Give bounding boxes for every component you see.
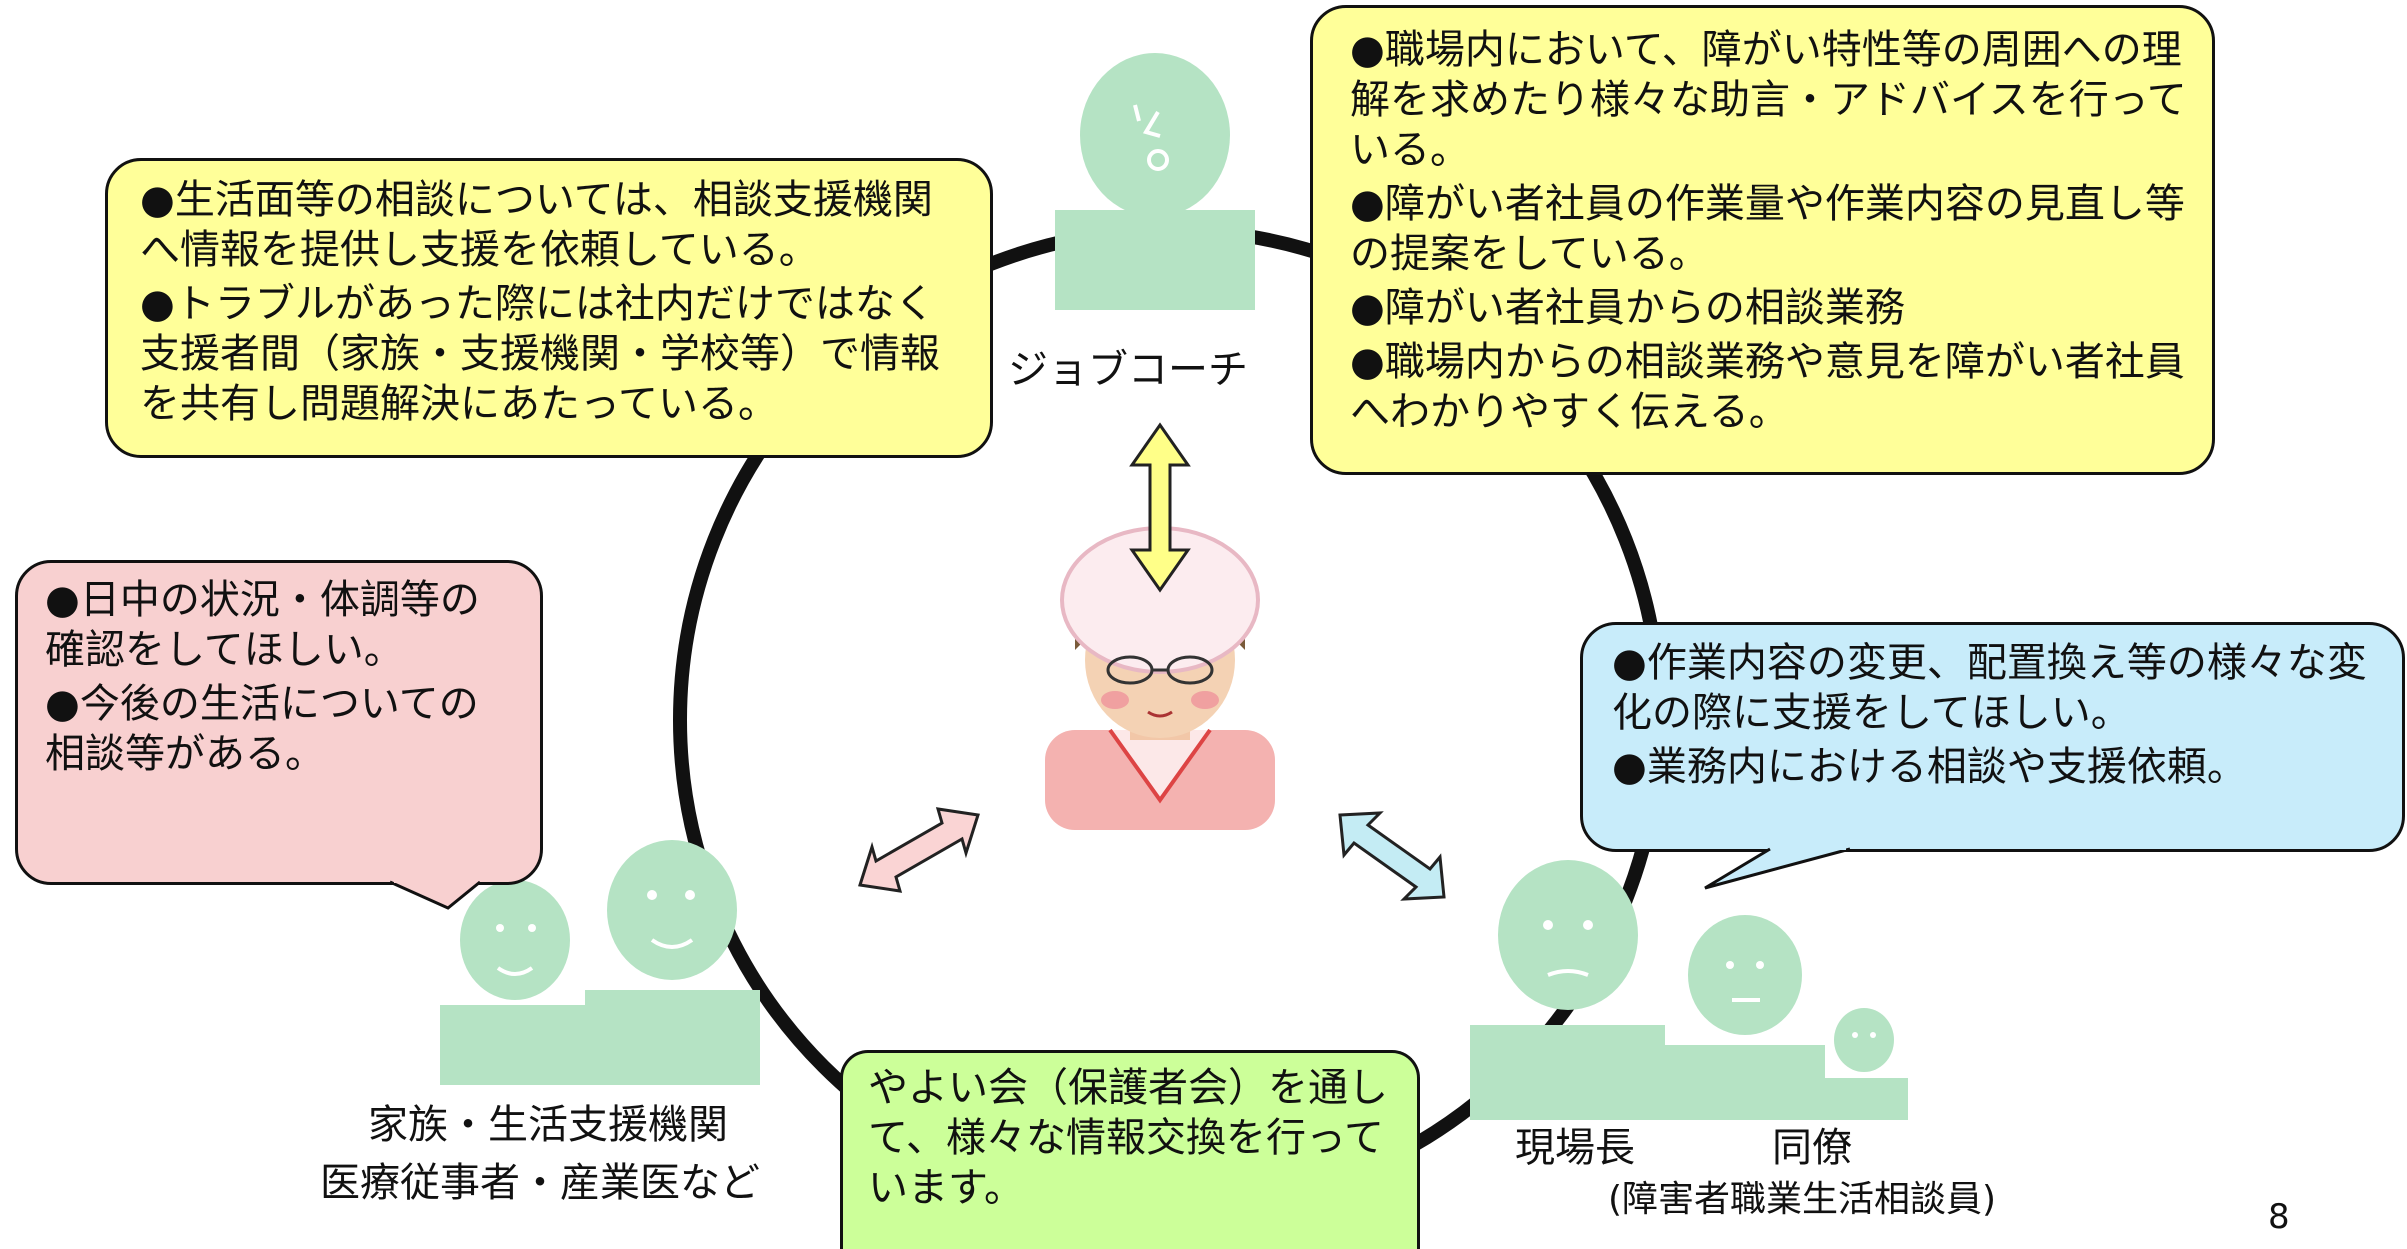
bullet-work-consultation: ●業務内における相談や支援依頼。: [1612, 744, 2247, 790]
arrow-job-coach: [1129, 422, 1191, 593]
page-number: 8: [2268, 1197, 2290, 1237]
label-colleague: 同僚: [1772, 1125, 1852, 1171]
bullet-consult-agency: ●生活面等の相談については、相談支援機関へ情報を提供し支援を依頼している。: [140, 177, 933, 273]
info-box-parents-association: [840, 1050, 1420, 1249]
callout-family-requests: [15, 560, 543, 885]
bullet-future-life: ●今後の生活についての相談等がある。: [45, 681, 479, 777]
info-box-support-consultation-text: ●生活面等の相談については、相談支援機関へ情報を提供し支援を依頼している。 ●ト…: [140, 175, 970, 433]
parents-association-text: やよい会（保護者会）を通して、様々な情報交換を行っています。: [868, 1065, 1388, 1211]
bullet-convey-opinions: ●職場内からの相談業務や意見を障がい者社員へわかりやすく伝える。: [1350, 339, 2185, 435]
arrow-workplace: [1338, 811, 1446, 901]
arrow-family: [858, 807, 980, 893]
label-family-agencies: 家族・生活支援機関: [368, 1102, 728, 1148]
bullet-employee-consultation: ●障がい者社員からの相談業務: [1350, 285, 1905, 331]
label-medical-staff: 医療従事者・産業医など: [320, 1160, 760, 1206]
workplace-figures: [1470, 860, 1908, 1120]
bullet-trouble-sharing: ●トラブルがあった際には社内だけではなく支援者間（家族・支援機関・学校等）で情報…: [140, 281, 940, 427]
info-box-support-consultation: [105, 158, 993, 458]
label-job-coach: ジョブコーチ: [1008, 347, 1248, 393]
label-counselor: (障害者職業生活相談員): [1608, 1179, 1997, 1220]
info-box-job-coach-role: [1310, 5, 2215, 475]
bullet-daily-status: ●日中の状況・体調等の確認をしてほしい。: [45, 577, 480, 673]
callout-family-requests-text: ●日中の状況・体調等の確認をしてほしい。 ●今後の生活についての相談等がある。: [45, 575, 495, 783]
bullet-workload-review: ●障がい者社員の作業量や作業内容の見直し等の提案をしている。: [1350, 181, 2185, 277]
employee-figure: [1045, 526, 1275, 830]
info-box-job-coach-role-text: ●職場内において、障がい特性等の周囲への理解を求めたり様々な助言・アドバイスを行…: [1350, 25, 2190, 441]
bullet-change-support: ●作業内容の変更、配置換え等の様々な変化の際に支援をしてほしい。: [1612, 640, 2367, 736]
job-coach-figure: [1055, 53, 1255, 310]
family-support-figures: [440, 840, 760, 1085]
callout-workplace-requests: [1580, 622, 2405, 852]
label-site-manager: 現場長: [1515, 1125, 1635, 1171]
bullet-workplace-understanding: ●職場内において、障がい特性等の周囲への理解を求めたり様々な助言・アドバイスを行…: [1350, 27, 2187, 173]
callout-workplace-requests-text: ●作業内容の変更、配置換え等の様々な変化の際に支援をしてほしい。 ●業務内におけ…: [1612, 638, 2392, 796]
